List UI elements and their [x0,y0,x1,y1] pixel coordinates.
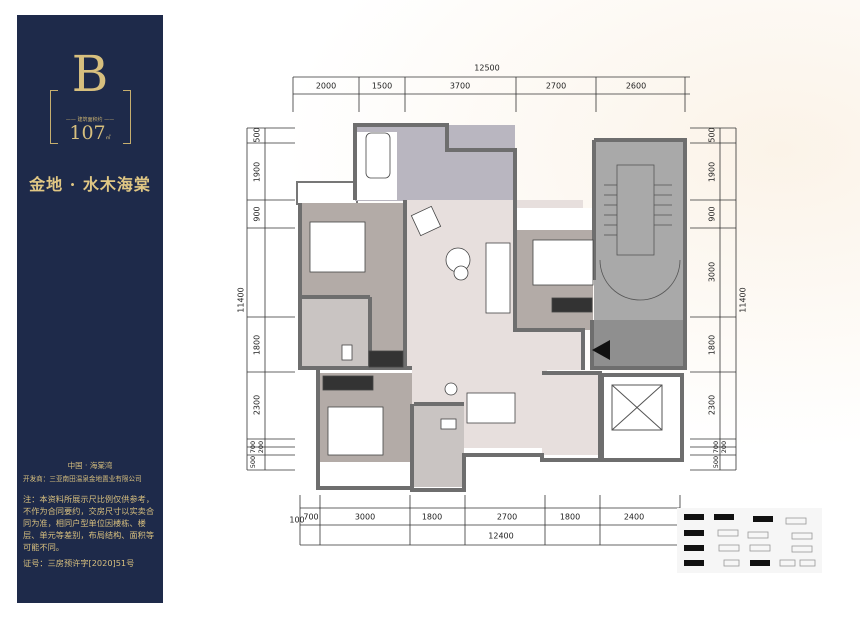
dim-right: 3000 [707,261,717,283]
dim-right: 2300 [707,394,717,416]
washbasin [444,382,458,396]
wardrobe-second [551,297,593,313]
dim-left-total: 11400 [236,287,246,313]
furniture [309,132,594,456]
dim-bottom: 3000 [354,512,376,522]
toilet [341,344,353,361]
guest-bath [414,404,464,487]
dim-top: 2700 [545,81,567,91]
dim-left: 700 [249,440,257,454]
wardrobe-third [322,375,374,391]
dim-left: 1900 [252,161,262,183]
dim-left: 1800 [252,334,262,356]
dim-bottom: 700 [303,512,319,522]
sofa [485,242,511,314]
dim-right: 1800 [707,334,717,356]
right-bracket [123,90,131,144]
entrance-arrow-icon [592,340,610,360]
master-bath [302,297,370,367]
dim-right: 1900 [707,161,717,183]
bed-second [532,239,594,286]
presale-license: 证号：三房预许字[2020]51号 [23,558,135,568]
armchair [410,205,442,237]
balcony-top-left [296,181,358,205]
dimension-lines [246,76,737,546]
dim-left: 500 [249,455,257,469]
left-bracket [50,90,58,144]
info-panel: B —— 建筑面积约 —— 107㎡ 金地 · 水木海棠 中国 · 海棠湾 开发… [17,15,163,603]
balcony-right [515,208,595,230]
unit-type-letter: B [71,45,109,103]
dim-right: 500 [707,127,717,143]
bed-third [327,406,384,456]
balcony-bottom [318,462,412,488]
dim-bottom: 1800 [421,512,443,522]
dim-right: 900 [707,206,717,222]
staircase [599,164,681,301]
developer: 开发商：三亚南田温泉金地置业有限公司 [23,475,142,483]
brand-name: 金地 · 水木海棠 [29,175,151,194]
dim-right: 200 [720,440,728,454]
dim-top: 1500 [371,81,393,91]
wardrobe [368,350,404,368]
disclaimer-note: 注：本资料所展示尺比例仅供参考，不作为合同要约，交房尺寸以实卖合同为准，相同户型… [23,494,155,552]
dim-bottom: 2400 [623,512,645,522]
dim-top: 3700 [449,81,471,91]
dim-left: 500 [252,127,262,143]
dim-top: 2000 [315,81,337,91]
dim-left: 900 [252,206,262,222]
area-tagline: —— 建筑面积约 —— [65,117,115,123]
dim-bottom: 1800 [559,512,581,522]
elevator-shaft [600,373,684,462]
site-key-plan [677,508,822,573]
walls [298,123,687,492]
dim-bottom: 2700 [496,512,518,522]
side-table [453,265,469,281]
area-unit: ㎡ [105,135,111,141]
dim-bottom-offset: 100 [289,515,305,525]
dim-top: 2600 [625,81,647,91]
toilet-guest [440,418,457,430]
elevator-cross-icon [611,384,663,431]
dim-left: 2300 [252,394,262,416]
bed-master [309,221,366,273]
dining-table [466,392,516,424]
dim-right-total: 11400 [738,287,748,313]
dim-right: 700 [712,440,720,454]
dim-top-total: 12500 [474,63,500,73]
bathtub [365,132,391,179]
dim-left: 200 [257,440,265,454]
location: 中国 · 海棠湾 [67,461,113,470]
area-value: 107 [69,122,106,144]
unit-area: 107㎡ [17,122,163,144]
dim-bottom-total: 12400 [488,531,514,541]
kitchen [542,373,600,455]
dim-right: 500 [712,455,720,469]
